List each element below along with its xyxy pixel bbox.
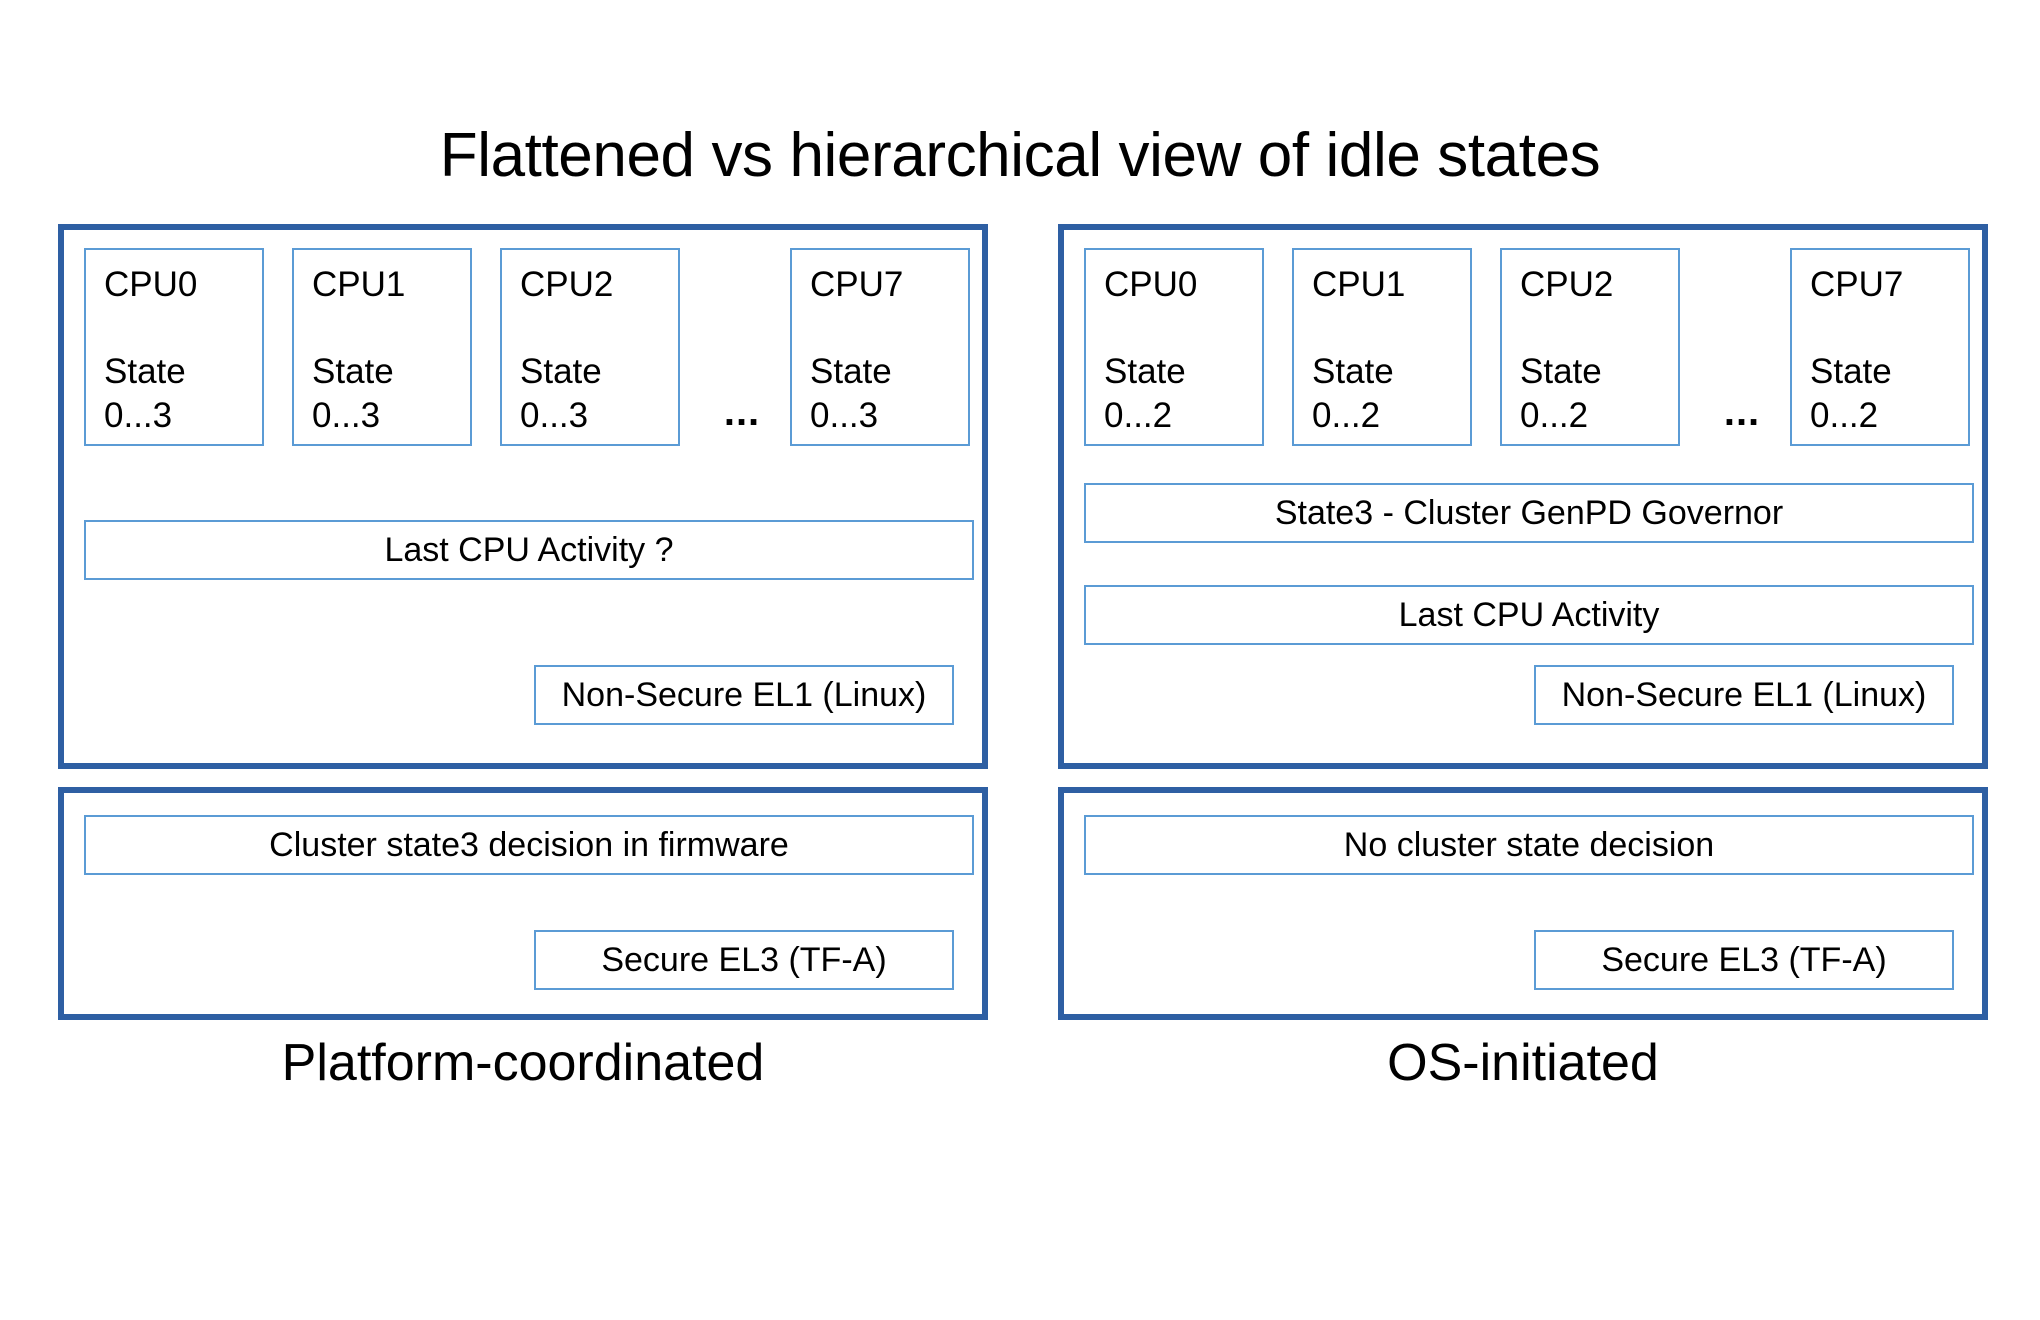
column-caption-platform-coordinated: Platform-coordinated [281,1034,765,1092]
cpu-state-range: 0...2 [1520,396,1589,435]
cluster-decision-bar: No cluster state decision [1084,815,1974,875]
cpu-label: CPU7 [810,265,904,304]
os-panel-platform-coordinated: CPU0 State 0...3 CPU1 State 0...3 CPU2 [58,224,988,769]
firmware-panel-platform-coordinated: Cluster state3 decision in firmware Secu… [58,787,988,1020]
cpu-state: State 0...2 [1810,350,1892,438]
cpu-box-cpu2: CPU2 State 0...2 [1500,248,1680,446]
cpu-state-range: 0...3 [104,396,173,435]
cpu-label: CPU2 [520,265,614,304]
cpu-state-label: State [1312,352,1394,391]
cpu-box-cpu7: CPU7 State 0...3 [790,248,970,446]
cpu-state: State 0...2 [1104,350,1186,438]
cpu-label: CPU1 [312,265,406,304]
cpu-state-range: 0...3 [312,396,381,435]
cpu-state: State 0...2 [1520,350,1602,438]
cpu-box-cpu0: CPU0 State 0...3 [84,248,264,446]
cpu-state-range: 0...3 [520,396,589,435]
cpu-state-range: 0...2 [1810,396,1879,435]
column-caption-os-initiated: OS-initiated [1387,1034,1659,1092]
cpu-state-range: 0...2 [1104,396,1173,435]
cpu-row: CPU0 State 0...2 CPU1 State 0...2 CPU2 [1084,248,1974,446]
cpu-label: CPU0 [104,265,198,304]
cpu-state-label: State [1520,352,1602,391]
cpu-state-label: State [520,352,602,391]
last-cpu-activity-bar: Last CPU Activity ? [84,520,974,580]
cpu-state-range: 0...2 [1312,396,1381,435]
cpu-state-label: State [1104,352,1186,391]
cluster-genpd-governor-bar: State3 - Cluster GenPD Governor [1084,483,1974,543]
os-panel-os-initiated: CPU0 State 0...2 CPU1 State 0...2 CPU2 [1058,224,1988,769]
cpu-box-cpu7: CPU7 State 0...2 [1790,248,1970,446]
exception-level-el3-badge: Secure EL3 (TF-A) [1534,930,1954,990]
cpu-state-range: 0...3 [810,396,879,435]
cpu-box-cpu1: CPU1 State 0...2 [1292,248,1472,446]
cpu-label: CPU0 [1104,265,1198,304]
cluster-decision-bar: Cluster state3 decision in firmware [84,815,974,875]
page-title: Flattened vs hierarchical view of idle s… [439,121,1601,190]
firmware-panel-os-initiated: No cluster state decision Secure EL3 (TF… [1058,787,1988,1020]
cpu-row: CPU0 State 0...3 CPU1 State 0...3 CPU2 [84,248,974,446]
exception-level-el1-badge: Non-Secure EL1 (Linux) [1534,665,1954,725]
cpu-box-cpu0: CPU0 State 0...2 [1084,248,1264,446]
cpu-box-cpu1: CPU1 State 0...3 [292,248,472,446]
cpu-ellipsis: ... [1723,390,1761,434]
cpu-ellipsis: ... [723,390,761,434]
cpu-label: CPU2 [1520,265,1614,304]
cpu-state: State 0...3 [312,350,394,438]
diagram-column-platform-coordinated: CPU0 State 0...3 CPU1 State 0...3 CPU2 [58,0,988,1320]
cpu-state: State 0...3 [810,350,892,438]
cpu-label: CPU1 [1312,265,1406,304]
cpu-state-label: State [312,352,394,391]
cpu-state: State 0...2 [1312,350,1394,438]
cpu-label: CPU7 [1810,265,1904,304]
diagram-column-os-initiated: CPU0 State 0...2 CPU1 State 0...2 CPU2 [1058,0,1988,1320]
exception-level-el1-badge: Non-Secure EL1 (Linux) [534,665,954,725]
cpu-state-label: State [1810,352,1892,391]
cpu-state-label: State [104,352,186,391]
cpu-state: State 0...3 [104,350,186,438]
cpu-state-label: State [810,352,892,391]
exception-level-el3-badge: Secure EL3 (TF-A) [534,930,954,990]
last-cpu-activity-bar: Last CPU Activity [1084,585,1974,645]
cpu-state: State 0...3 [520,350,602,438]
cpu-box-cpu2: CPU2 State 0...3 [500,248,680,446]
